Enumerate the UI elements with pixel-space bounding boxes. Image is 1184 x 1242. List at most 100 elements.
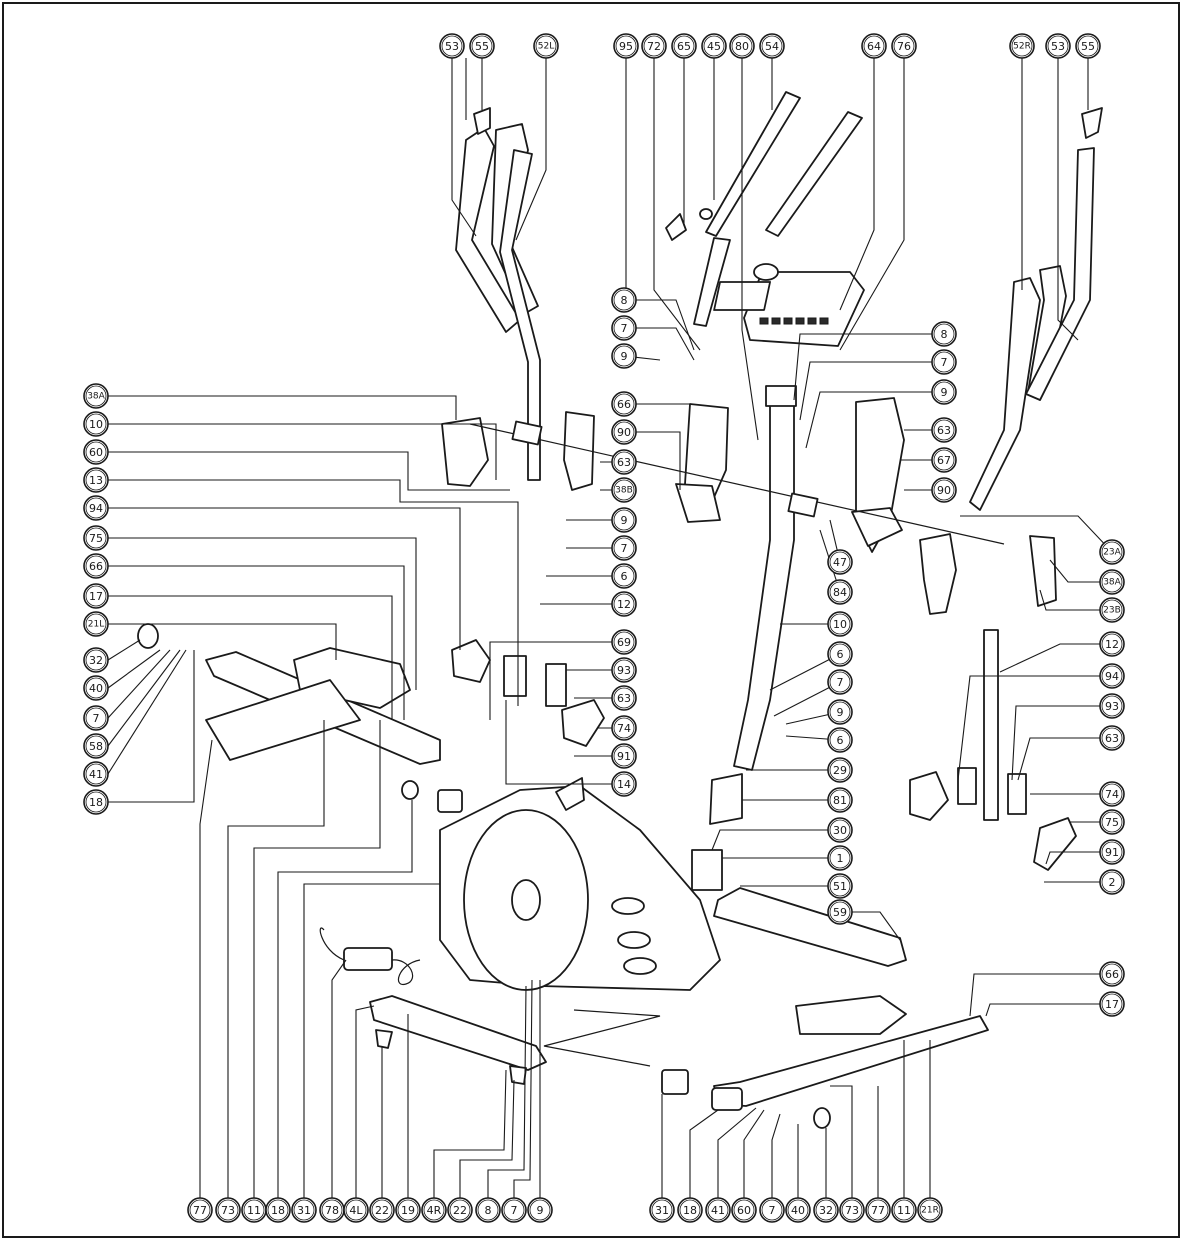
right-bracket-63 [1007,773,1027,815]
console-mast-right [765,111,863,237]
power-adapter-cable [319,927,421,985]
callout-r1-9: 9 [931,379,957,405]
left-pivot-housing [441,417,489,487]
callout-label: 9 [621,350,628,363]
callout-label: 77 [193,1204,207,1217]
callout-bot-77b: 77 [865,1197,891,1223]
left-bracket-75 [451,639,491,683]
callout-label: 60 [737,1204,751,1217]
callout-mid-12: 12 [611,591,637,617]
callout-bot-21r: 21R [917,1197,943,1223]
callout-left-18: 18 [83,789,109,815]
callout-mid-14: 14 [611,771,637,797]
callout-label: 6 [621,570,628,583]
callout-top-65: 65 [671,33,697,59]
callout-label: 80 [735,40,749,53]
left-bracket-74 [561,699,605,747]
console-disc-80 [753,263,779,281]
callout-label: 21R [921,1206,939,1216]
callout-left-10: 10 [83,411,109,437]
callout-ctr-38b: 38B [611,477,637,503]
axle-bushing-right [787,492,819,518]
callout-bot-40: 40 [785,1197,811,1223]
callout-bot-7a: 7 [501,1197,527,1223]
callout-label: 66 [1105,968,1119,981]
rear-stabilizer [713,887,907,967]
callout-r1-6b: 6 [827,727,853,753]
callout-left-40: 40 [83,675,109,701]
front-stabilizer [369,995,547,1071]
callout-label: 38A [87,392,105,402]
callout-label: 59 [833,906,847,919]
callout-label: 7 [941,356,948,369]
callout-label: 63 [617,456,631,469]
callout-ctr-90: 90 [611,419,637,445]
callout-label: 55 [475,40,489,53]
callout-label: 18 [683,1204,697,1217]
callout-r2-17: 17 [1099,991,1125,1017]
callout-label: 55 [1081,40,1095,53]
left-pivot-bracket [563,411,595,491]
callout-top-52l: 52L [533,33,559,59]
callout-bot-7b: 7 [759,1197,785,1223]
callout-left-13: 13 [83,467,109,493]
callout-label: 7 [93,712,100,725]
callout-top-53-r: 53 [1045,33,1071,59]
callout-r1-59: 59 [827,899,853,925]
callout-label: 73 [845,1204,859,1217]
callout-label: 9 [837,706,844,719]
callout-bot-31a: 31 [291,1197,317,1223]
callout-label: 40 [89,682,103,695]
callout-label: 65 [677,40,691,53]
callout-bot-73: 73 [215,1197,241,1223]
callout-ctr-7: 7 [611,315,637,341]
callout-label: 7 [621,322,628,335]
mast-bolt-1 [691,849,723,891]
callout-label: 12 [617,598,631,611]
callout-label: 30 [833,824,847,837]
callout-bot-32: 32 [813,1197,839,1223]
callout-bot-41: 41 [705,1197,731,1223]
callout-top-76: 76 [891,33,917,59]
callout-label: 93 [617,664,631,677]
callout-label: 38A [1103,578,1121,588]
callout-label: 6 [837,734,844,747]
callout-r2-63: 63 [1099,725,1125,751]
callout-r2-74: 74 [1099,781,1125,807]
callout-r1-10: 10 [827,611,853,637]
callout-label: 7 [769,1204,776,1217]
housing-vent-1 [611,897,645,915]
callout-label: 32 [819,1204,833,1217]
callout-label: 18 [89,796,103,809]
housing-vent-2 [617,931,651,949]
callout-left-38a: 38A [83,383,109,409]
main-mast-tube [733,399,795,771]
callout-label: 10 [833,618,847,631]
callout-label: 93 [1105,700,1119,713]
callout-label: 17 [1105,998,1119,1011]
callout-label: 11 [247,1204,261,1217]
callout-left-21l: 21L [83,611,109,637]
callout-label: 81 [833,794,847,807]
mast-clamp-29 [709,773,743,825]
right-bracket-94 [909,771,949,821]
callout-bot-60: 60 [731,1197,757,1223]
callout-label: 60 [89,446,103,459]
right-pedal [795,995,907,1035]
callout-label: 7 [621,542,628,555]
right-bracket-69 [957,767,977,805]
callout-label: 69 [617,636,631,649]
callout-r1-1: 1 [827,845,853,871]
callout-r1-47: 47 [827,549,853,575]
callout-label: 31 [297,1204,311,1217]
callout-r2-23a: 23A [1099,539,1125,565]
callout-top-64: 64 [861,33,887,59]
callout-label: 91 [1105,846,1119,859]
callout-label: 76 [897,40,911,53]
callout-left-41: 41 [83,761,109,787]
callout-bot-31b: 31 [649,1197,675,1223]
callout-left-17: 17 [83,583,109,609]
callout-r2-2: 2 [1099,869,1125,895]
callout-label: 63 [937,424,951,437]
callout-bot-18b: 18 [677,1197,703,1223]
